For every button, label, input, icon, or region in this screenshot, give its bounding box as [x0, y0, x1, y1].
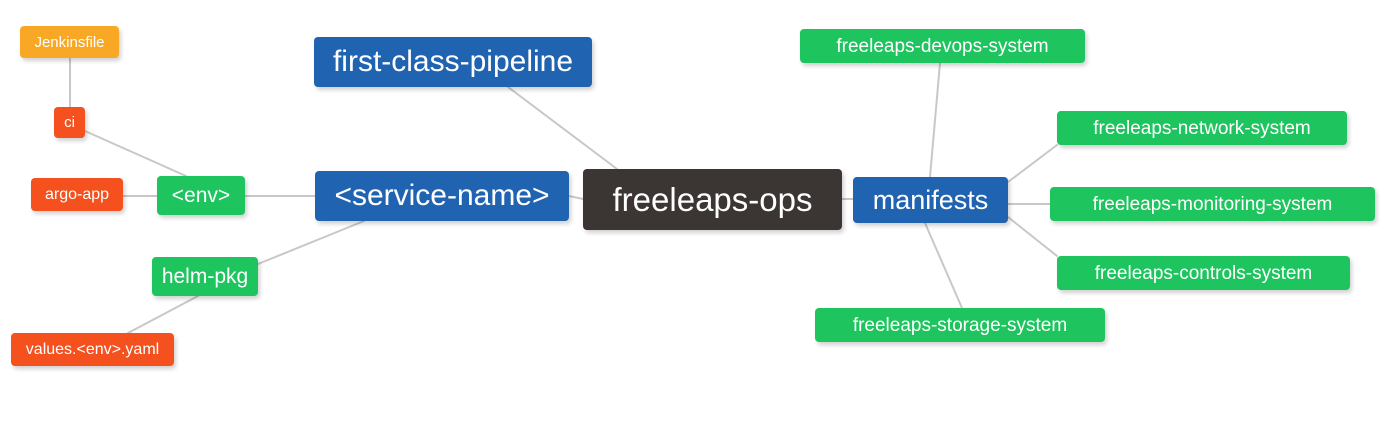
mindmap-node-label: freeleaps-network-system [1093, 117, 1311, 139]
mindmap-node-first-class-pipeline[interactable]: first-class-pipeline [314, 37, 592, 87]
mindmap-node-label: <service-name> [334, 179, 550, 212]
mindmap-node-label: argo-app [44, 185, 110, 203]
mindmap-edge [257, 220, 365, 265]
mindmap-node-freeleaps-storage-system[interactable]: freeleaps-storage-system [815, 308, 1105, 342]
mindmap-edge [1007, 216, 1058, 257]
mindmap-edge [1007, 144, 1058, 183]
mindmap-edge [929, 62, 941, 178]
mindmap-node-label: manifests [872, 184, 989, 215]
mindmap-edge [568, 195, 584, 200]
mindmap-node-values-yaml[interactable]: values.<env>.yaml [11, 333, 174, 366]
mindmap-node-label: helm-pkg [161, 265, 249, 288]
mindmap-node-manifests[interactable]: manifests [853, 177, 1008, 223]
mindmap-node-freeleaps-ops[interactable]: freeleaps-ops [583, 169, 842, 230]
mindmap-node-freeleaps-controls-system[interactable]: freeleaps-controls-system [1057, 256, 1350, 290]
mindmap-node-label: ci [64, 114, 75, 131]
mindmap-node-freeleaps-network-system[interactable]: freeleaps-network-system [1057, 111, 1347, 145]
mindmap-node-env[interactable]: <env> [157, 176, 245, 215]
mindmap-node-label: first-class-pipeline [332, 45, 574, 78]
mindmap-node-jenkinsfile[interactable]: Jenkinsfile [20, 26, 119, 58]
mindmap-edge [924, 222, 963, 309]
mindmap-node-label: freeleaps-storage-system [852, 314, 1068, 336]
mindmap-node-service-name[interactable]: <service-name> [315, 171, 569, 221]
mindmap-edge [127, 295, 199, 334]
mindmap-node-label: Jenkinsfile [34, 33, 105, 51]
mindmap-node-helm-pkg[interactable]: helm-pkg [152, 257, 258, 296]
mindmap-node-freeleaps-devops-system[interactable]: freeleaps-devops-system [800, 29, 1085, 63]
mindmap-node-label: freeleaps-controls-system [1094, 262, 1313, 284]
mindmap-node-argo-app[interactable]: argo-app [31, 178, 123, 211]
mindmap-node-label: freeleaps-ops [612, 181, 813, 218]
mindmap-edge [507, 86, 618, 170]
mindmap-node-freeleaps-monitoring-system[interactable]: freeleaps-monitoring-system [1050, 187, 1375, 221]
mindmap-edge [84, 130, 187, 177]
mindmap-node-label: values.<env>.yaml [25, 340, 160, 358]
mindmap-node-label: <env> [171, 184, 231, 207]
mindmap-node-label: freeleaps-monitoring-system [1092, 193, 1333, 215]
mindmap-node-label: freeleaps-devops-system [836, 35, 1049, 57]
mindmap-node-ci[interactable]: ci [54, 107, 85, 138]
